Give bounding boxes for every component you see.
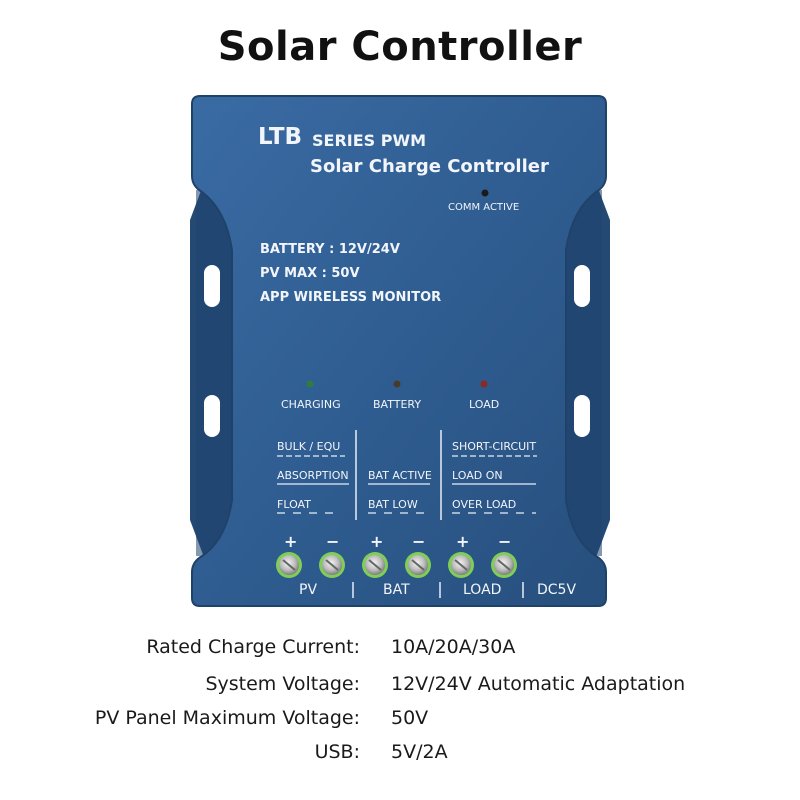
terminal-screw: [491, 552, 517, 578]
brand-logo-text: LTB: [258, 124, 303, 150]
status-bulk-equ: BULK / EQU: [277, 440, 341, 453]
spec-value: 5V/2A: [391, 741, 448, 763]
status-underlines: [277, 455, 537, 514]
terminal-label-pv: PV: [299, 582, 318, 598]
spec-label: System Voltage:: [205, 673, 360, 695]
status-bat-low: BAT LOW: [368, 498, 418, 511]
indicator-label-load: LOAD: [469, 398, 500, 411]
status-bat-active: BAT ACTIVE: [368, 469, 432, 482]
spec-value: 12V/24V Automatic Adaptation: [391, 673, 686, 695]
spec-app-monitor: APP WIRELESS MONITOR: [260, 290, 442, 305]
mount-slot-left-bottom: [204, 395, 220, 437]
spec-battery: BATTERY : 12V/24V: [260, 242, 400, 257]
spec-value: 50V: [391, 707, 429, 729]
terminal-separators: [352, 582, 524, 598]
battery-led: [393, 380, 401, 388]
polarity-mark: +: [284, 532, 298, 551]
charge-controller-illustration: [190, 95, 610, 607]
charging-led: [306, 380, 314, 388]
status-float: FLOAT: [277, 498, 311, 511]
spec-label: PV Panel Maximum Voltage:: [94, 707, 360, 729]
spec-pv-max: PV MAX : 50V: [260, 266, 360, 281]
terminal-label-dc5v: DC5V: [537, 582, 577, 598]
status-absorption: ABSORPTION: [277, 469, 349, 482]
terminal-screw: [448, 552, 474, 578]
mount-slot-right-bottom: [574, 395, 590, 437]
spec-label: USB:: [314, 741, 360, 763]
terminal-screw: [319, 552, 345, 578]
terminal-label-load: LOAD: [463, 582, 502, 598]
polarity-mark: −: [498, 532, 512, 551]
polarity-mark: +: [370, 532, 384, 551]
series-label: SERIES PWM: [312, 131, 427, 150]
mount-slot-right-top: [574, 265, 590, 307]
comm-active-label: COMM ACTIVE: [448, 202, 520, 213]
polarity-mark: −: [326, 532, 340, 551]
spec-label: Rated Charge Current:: [146, 636, 360, 658]
terminal-label-bat: BAT: [383, 582, 410, 598]
indicator-label-battery: BATTERY: [373, 398, 422, 411]
status-over-load: OVER LOAD: [452, 498, 517, 511]
spec-row: USB: 5V/2A: [0, 741, 800, 771]
spec-row: System Voltage: 12V/24V Automatic Adapta…: [0, 673, 800, 703]
status-load-on: LOAD ON: [452, 469, 503, 482]
polarity-mark: +: [456, 532, 470, 551]
terminal-screw: [405, 552, 431, 578]
spec-row: PV Panel Maximum Voltage: 50V: [0, 707, 800, 737]
polarity-mark: −: [412, 532, 426, 551]
terminal-screw: [276, 552, 302, 578]
status-short-circuit: SHORT-CIRCUIT: [452, 440, 537, 453]
spec-value: 10A/20A/30A: [391, 636, 516, 658]
comm-led: [481, 189, 489, 197]
mount-slot-left-top: [204, 265, 220, 307]
spec-row: Rated Charge Current: 10A/20A/30A: [0, 636, 800, 666]
load-led: [480, 380, 488, 388]
indicator-label-charging: CHARGING: [281, 398, 341, 411]
terminal-screws: [276, 552, 517, 578]
device-subtitle: Solar Charge Controller: [310, 156, 549, 177]
page-title: Solar Controller: [217, 24, 583, 70]
terminal-screw: [362, 552, 388, 578]
